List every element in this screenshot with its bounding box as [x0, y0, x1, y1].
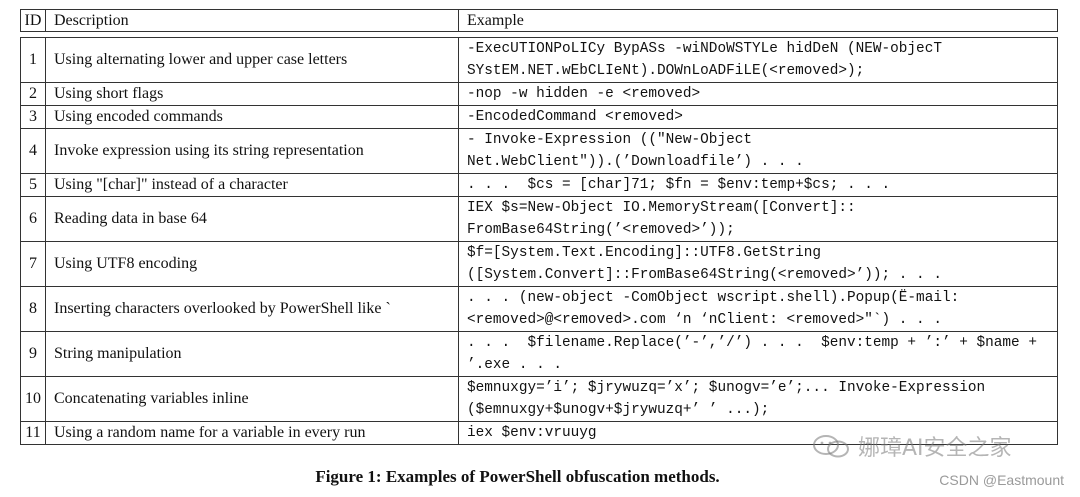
example-code-line: -ExecUTIONPoLICy BypASs -wiNDoWSTYLe hid…: [467, 41, 942, 57]
row-description: String manipulation: [45, 331, 459, 377]
example-code-line: ([System.Convert]::FromBase64String(<rem…: [467, 267, 942, 283]
row-example: $emnuxgy=’i’; $jrywuzq=’x’; $unogv=’e’;.…: [458, 376, 1058, 422]
example-code-line: - Invoke-Expression (("New-Object: [467, 132, 752, 148]
row-description: Invoke expression using its string repre…: [45, 128, 459, 174]
row-example: . . . (new-object -ComObject wscript.she…: [458, 286, 1058, 332]
row-example: $f=[System.Text.Encoding]::UTF8.GetStrin…: [458, 241, 1058, 287]
example-code-line: Net.WebClient")).(’Downloadfile’) . . .: [467, 154, 804, 170]
row-id: 8: [20, 286, 46, 332]
row-example: iex $env:vruuyg: [458, 421, 1058, 445]
example-code-line: iex $env:vruuyg: [467, 425, 597, 441]
row-id: 10: [20, 376, 46, 422]
row-id: 3: [20, 105, 46, 129]
row-id: 2: [20, 82, 46, 106]
row-description: Using encoded commands: [45, 105, 459, 129]
row-id: 5: [20, 173, 46, 197]
example-code-line: . . . (new-object -ComObject wscript.she…: [467, 290, 960, 306]
example-code-line: -nop -w hidden -e <removed>: [467, 86, 701, 102]
example-code-line: IEX $s=New-Object IO.MemoryStream([Conve…: [467, 200, 856, 216]
header-description: Description: [45, 9, 459, 32]
row-description: Reading data in base 64: [45, 196, 459, 242]
row-description: Concatenating variables inline: [45, 376, 459, 422]
row-example: . . . $cs = [char]71; $fn = $env:temp+$c…: [458, 173, 1058, 197]
example-code-line: <removed>@<removed>.com ‘n ‘nClient: <re…: [467, 312, 942, 328]
row-example: -ExecUTIONPoLICy BypASs -wiNDoWSTYLe hid…: [458, 37, 1058, 83]
row-description: Using alternating lower and upper case l…: [45, 37, 459, 83]
wechat-icon: [813, 435, 849, 458]
row-example: -nop -w hidden -e <removed>: [458, 82, 1058, 106]
row-description: Using short flags: [45, 82, 459, 106]
row-id: 6: [20, 196, 46, 242]
row-description: Inserting characters overlooked by Power…: [45, 286, 459, 332]
header-example: Example: [458, 9, 1058, 32]
figure-caption: Figure 1: Examples of PowerShell obfusca…: [315, 467, 720, 486]
watermark-logo: 娜璋AI安全之家: [812, 433, 1022, 461]
example-code-line: . . . $filename.Replace(’-’,’/’) . . . $…: [467, 335, 1037, 351]
row-example: -EncodedCommand <removed>: [458, 105, 1058, 129]
header-id: ID: [20, 9, 46, 32]
example-code-line: -EncodedCommand <removed>: [467, 109, 683, 125]
example-code-line: SYstEM.NET.wEbCLIeNt).DOWnLoADFiLE(<remo…: [467, 63, 865, 79]
row-description: Using UTF8 encoding: [45, 241, 459, 287]
row-description: Using a random name for a variable in ev…: [45, 421, 459, 445]
example-code-line: ’.exe . . .: [467, 357, 562, 373]
row-description: Using "[char]" instead of a character: [45, 173, 459, 197]
row-example: . . . $filename.Replace(’-’,’/’) . . . $…: [458, 331, 1058, 377]
row-id: 11: [20, 421, 46, 445]
example-code-line: FromBase64String(’<removed>’));: [467, 222, 735, 238]
example-code-line: . . . $cs = [char]71; $fn = $env:temp+$c…: [467, 177, 891, 193]
example-code-line: ($emnuxgy+$unogv+$jrywuzq+’ ’ ...);: [467, 402, 770, 418]
watermark-credit: CSDN @Eastmount: [939, 472, 1064, 488]
row-id: 7: [20, 241, 46, 287]
example-code-line: $emnuxgy=’i’; $jrywuzq=’x’; $unogv=’e’;.…: [467, 380, 986, 396]
row-example: IEX $s=New-Object IO.MemoryStream([Conve…: [458, 196, 1058, 242]
example-code-line: $f=[System.Text.Encoding]::UTF8.GetStrin…: [467, 245, 822, 261]
watermark-logo-text: 娜璋AI安全之家: [858, 436, 1012, 461]
row-id: 1: [20, 37, 46, 83]
row-id: 4: [20, 128, 46, 174]
table-header-row: ID Description Example: [20, 9, 1058, 32]
row-id: 9: [20, 331, 46, 377]
